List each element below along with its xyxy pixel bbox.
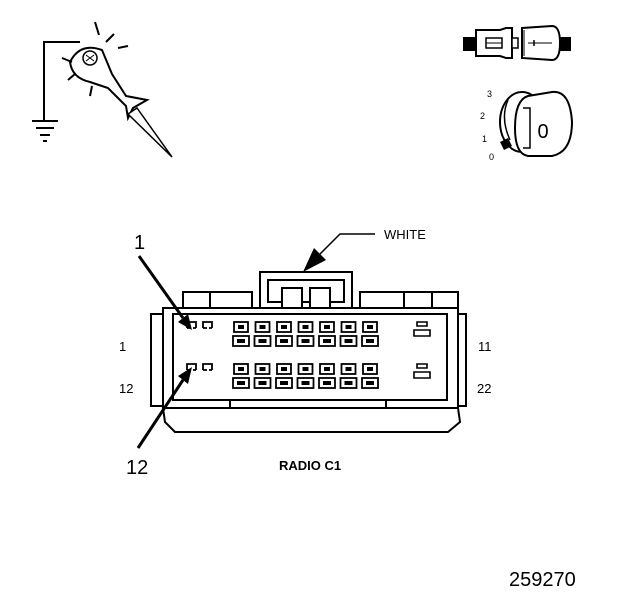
figure-number: 259270 <box>509 569 576 591</box>
test-probe-icon <box>43 21 173 158</box>
connector-name: RADIO C1 <box>279 458 341 473</box>
callout-label-12: 12 <box>126 457 148 479</box>
connector-color-callout: WHITE <box>303 227 426 272</box>
ignition-position-1: 1 <box>482 134 487 144</box>
callout-arrow-12 <box>136 367 192 449</box>
ignition-position-0: 0 <box>489 152 494 162</box>
pin-label-22: 22 <box>477 381 491 396</box>
pin-label-1: 1 <box>119 339 126 354</box>
connector-housing <box>150 271 467 433</box>
connector-color-label: WHITE <box>384 227 426 242</box>
cavity-clip <box>202 321 213 329</box>
ignition-key-icon: 0 3 2 1 0 <box>480 89 574 162</box>
cavity-terminal-right <box>413 321 431 337</box>
callout-label-1: 1 <box>134 232 145 254</box>
connector-cavities <box>186 321 431 389</box>
cavity-terminal-right <box>413 363 431 379</box>
pin-label-11: 11 <box>478 339 492 354</box>
callout-arrow-1 <box>137 255 192 330</box>
cavity-clip <box>202 363 213 371</box>
ignition-key-label: 0 <box>537 121 548 143</box>
ground-symbol-icon <box>32 120 58 142</box>
ignition-position-3: 3 <box>487 89 492 99</box>
pin-label-12: 12 <box>119 381 133 396</box>
connector-disconnect-icon <box>463 24 571 62</box>
ignition-position-2: 2 <box>480 111 485 121</box>
